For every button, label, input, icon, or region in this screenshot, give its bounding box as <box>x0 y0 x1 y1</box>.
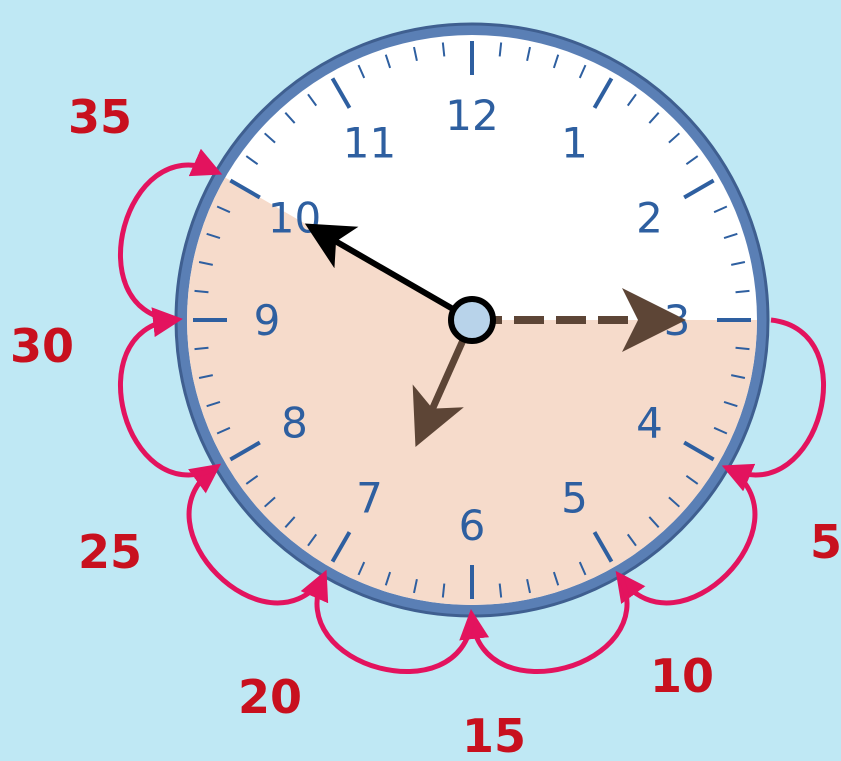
minute-tick <box>357 64 366 79</box>
minute-tick <box>731 261 746 266</box>
minute-tick <box>263 132 276 144</box>
minute-tick <box>441 42 446 57</box>
minute-tick <box>552 571 560 586</box>
jump-arrow <box>721 317 826 492</box>
minute-tick <box>245 155 259 166</box>
elapsed-time-shading <box>187 167 757 605</box>
jump-label-20: 20 <box>238 670 302 724</box>
minute-tick <box>194 289 209 294</box>
jump-label-5: 5 <box>810 515 841 569</box>
minute-tick <box>668 496 681 508</box>
hour-tick <box>229 440 261 462</box>
clock-numeral: 8 <box>281 399 308 448</box>
minute-tick <box>384 571 392 586</box>
clock-numeral: 5 <box>561 474 588 523</box>
clock-numeral: 9 <box>254 296 281 345</box>
minute-tick <box>578 64 587 79</box>
clock-numeral: 12 <box>445 91 498 140</box>
minute-tick <box>284 516 296 529</box>
hour-tick <box>330 77 352 109</box>
clock-numeral: 4 <box>636 399 663 448</box>
jump-arrows <box>118 148 826 674</box>
minute-tick <box>216 205 231 214</box>
minute-tick <box>626 533 637 547</box>
minute-tick <box>526 46 531 61</box>
clock-numeral: 2 <box>636 194 663 243</box>
clock-numeral: 1 <box>561 118 588 167</box>
minute-tick <box>735 289 750 294</box>
clock-numeral: 3 <box>664 296 691 345</box>
minute-tick <box>648 111 660 124</box>
hour-tick <box>592 531 614 563</box>
hour-tick <box>683 440 715 462</box>
hour-tick <box>330 531 352 563</box>
minute-ticks <box>193 41 751 599</box>
jump-arrow <box>459 577 630 674</box>
clock-numeral: 6 <box>459 501 486 550</box>
jump-label-10: 10 <box>650 649 714 703</box>
minute-tick <box>413 579 418 594</box>
minute-hand <box>304 223 474 323</box>
minute-tick <box>413 46 418 61</box>
minute-tick <box>198 374 213 379</box>
jump-arrow <box>118 148 223 323</box>
minute-tick <box>735 346 750 351</box>
minute-tick <box>723 232 738 240</box>
minute-tick <box>263 496 276 508</box>
jump-arrow <box>300 569 475 674</box>
minute-tick <box>685 155 699 166</box>
clock-numeral: 10 <box>268 194 321 243</box>
jump-label-25: 25 <box>78 525 142 579</box>
center-cap <box>448 296 496 344</box>
minute-tick <box>198 261 213 266</box>
minute-tick <box>284 111 296 124</box>
minute-tick <box>384 54 392 69</box>
jump-labels: 5 10 15 20 25 30 35 <box>10 90 841 761</box>
clock-numerals: 12 12 3 45 6 78 9 10 11 <box>254 91 691 550</box>
hour-tick <box>592 77 614 109</box>
clock-numeral: 7 <box>356 474 383 523</box>
minute-tick <box>498 42 503 57</box>
jump-arrow <box>186 463 325 606</box>
minute-tick <box>648 516 660 529</box>
minute-tick <box>245 474 259 485</box>
jump-arrow <box>615 467 758 606</box>
minute-tick <box>713 426 728 435</box>
jump-arrow <box>118 307 215 478</box>
minute-tick <box>731 374 746 379</box>
clock: 12 12 3 45 6 78 9 10 11 <box>174 22 770 618</box>
minute-tick <box>578 561 587 576</box>
minute-tick <box>668 132 681 144</box>
hour-tick <box>683 178 715 200</box>
jump-label-15: 15 <box>462 709 526 761</box>
jump-label-35: 35 <box>68 90 132 144</box>
minute-tick <box>498 583 503 598</box>
minute-tick <box>552 54 560 69</box>
clock-numeral: 11 <box>343 118 396 167</box>
minute-tick <box>216 426 231 435</box>
minute-tick <box>307 533 318 547</box>
minute-tick <box>441 583 446 598</box>
hour-tick <box>229 178 261 200</box>
minute-tick <box>206 232 221 240</box>
minute-tick <box>206 400 221 408</box>
minute-tick <box>194 346 209 351</box>
minute-tick <box>526 579 531 594</box>
jump-label-30: 30 <box>10 319 74 373</box>
minute-tick <box>713 205 728 214</box>
minute-tick <box>357 561 366 576</box>
minute-tick <box>723 400 738 408</box>
minute-tick <box>307 93 318 107</box>
minute-tick <box>626 93 637 107</box>
minute-tick <box>685 474 699 485</box>
